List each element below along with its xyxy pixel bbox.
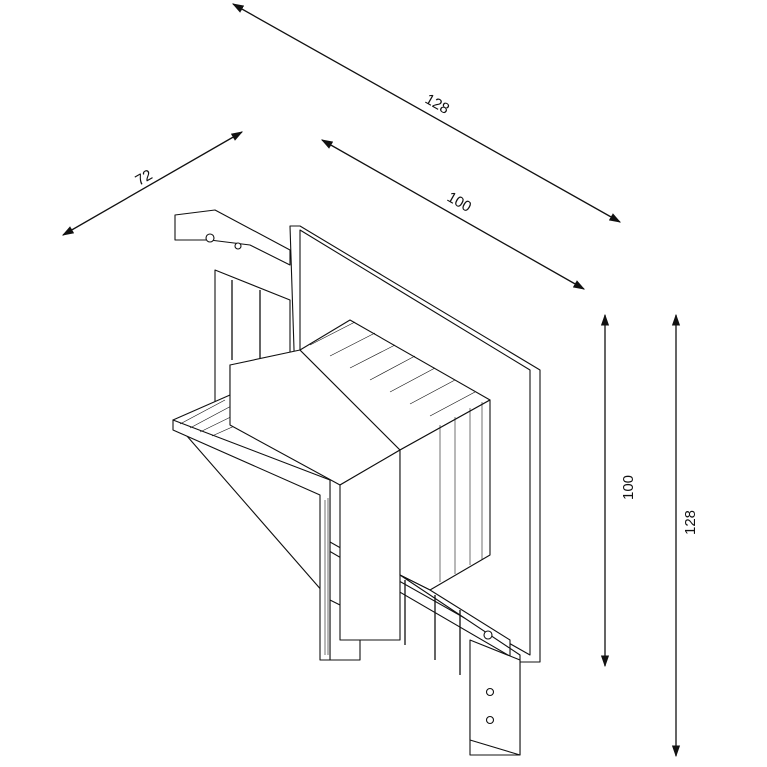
dimension-128-right: 128 — [671, 313, 699, 758]
dimension-72: 72 — [61, 131, 244, 236]
corner-connector-part — [172, 209, 541, 756]
dimension-label: 72 — [133, 166, 156, 189]
dimension-128-top: 128 — [231, 3, 622, 223]
dimension-100-right: 100 — [600, 313, 637, 668]
fin-hatching-top — [309, 321, 483, 582]
dimension-label: 128 — [682, 510, 699, 535]
dimension-label: 100 — [620, 475, 637, 500]
